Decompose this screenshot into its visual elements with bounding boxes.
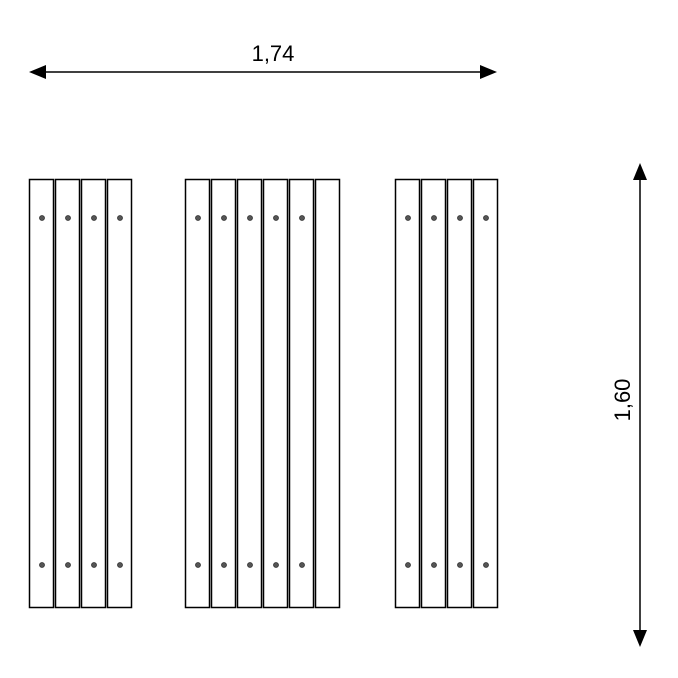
screw-icon — [65, 215, 71, 221]
plank — [54, 178, 81, 609]
screw-icon — [221, 562, 227, 568]
screw-icon — [405, 215, 411, 221]
plank — [314, 178, 341, 609]
plank — [262, 178, 289, 609]
plank-group-right — [394, 178, 499, 609]
screw-icon — [431, 215, 437, 221]
screw-icon — [65, 562, 71, 568]
screw-icon — [91, 562, 97, 568]
arrow-left-icon — [29, 65, 46, 79]
screw-icon — [299, 562, 305, 568]
arrow-right-icon — [480, 65, 497, 79]
plank — [28, 178, 55, 609]
screw-icon — [247, 562, 253, 568]
screw-icon — [273, 215, 279, 221]
screw-icon — [405, 562, 411, 568]
plank-group-middle — [184, 178, 341, 609]
plank — [106, 178, 133, 609]
plank — [420, 178, 447, 609]
plank — [236, 178, 263, 609]
arrow-down-icon — [633, 630, 647, 647]
plank — [446, 178, 473, 609]
screw-icon — [39, 215, 45, 221]
screw-icon — [221, 215, 227, 221]
screw-icon — [117, 562, 123, 568]
plank — [184, 178, 211, 609]
plank — [288, 178, 315, 609]
screw-icon — [273, 562, 279, 568]
screw-icon — [299, 215, 305, 221]
screw-icon — [457, 215, 463, 221]
screw-icon — [483, 562, 489, 568]
plank — [394, 178, 421, 609]
height-dimension: 1,60 — [610, 163, 647, 647]
height-label: 1,60 — [610, 379, 635, 422]
screw-icon — [431, 562, 437, 568]
width-label: 1,74 — [252, 41, 295, 66]
planks — [28, 178, 499, 609]
screw-icon — [195, 215, 201, 221]
screw-icon — [117, 215, 123, 221]
plank — [80, 178, 107, 609]
width-dimension: 1,74 — [29, 41, 497, 79]
plank — [210, 178, 237, 609]
screw-icon — [195, 562, 201, 568]
plank — [472, 178, 499, 609]
screw-icon — [91, 215, 97, 221]
plank-group-left — [28, 178, 133, 609]
screw-icon — [483, 215, 489, 221]
screw-icon — [39, 562, 45, 568]
screw-icon — [457, 562, 463, 568]
screw-icon — [247, 215, 253, 221]
arrow-up-icon — [633, 163, 647, 180]
